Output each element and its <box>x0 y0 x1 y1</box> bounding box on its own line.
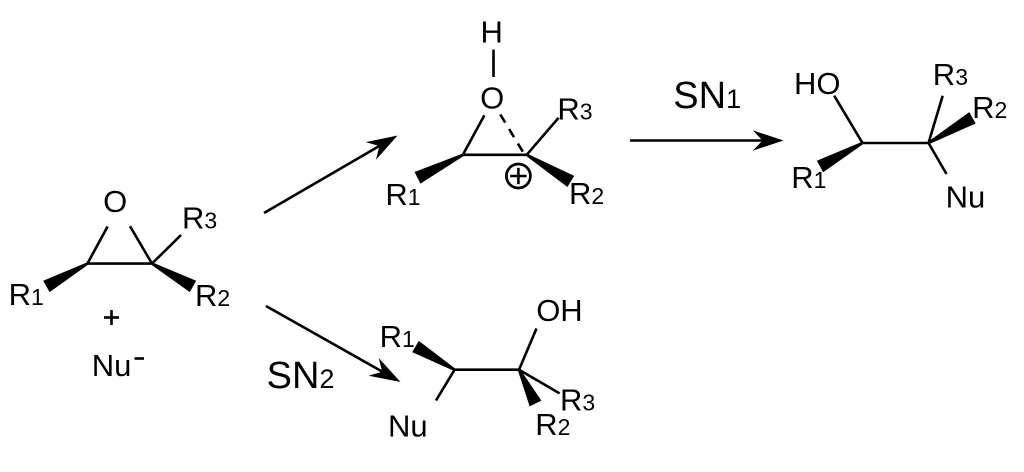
svg-text:HO: HO <box>794 66 841 101</box>
svg-text:R2: R2 <box>569 176 604 211</box>
svg-text:OH: OH <box>536 293 583 328</box>
svg-text:O: O <box>103 184 127 219</box>
svg-text:R1: R1 <box>9 277 44 312</box>
svg-text:Nu: Nu <box>946 179 986 214</box>
svg-text:O: O <box>480 81 504 116</box>
svg-text:H: H <box>481 14 503 49</box>
svg-text:Nu: Nu <box>92 348 132 383</box>
svg-text:Nu: Nu <box>388 408 428 443</box>
